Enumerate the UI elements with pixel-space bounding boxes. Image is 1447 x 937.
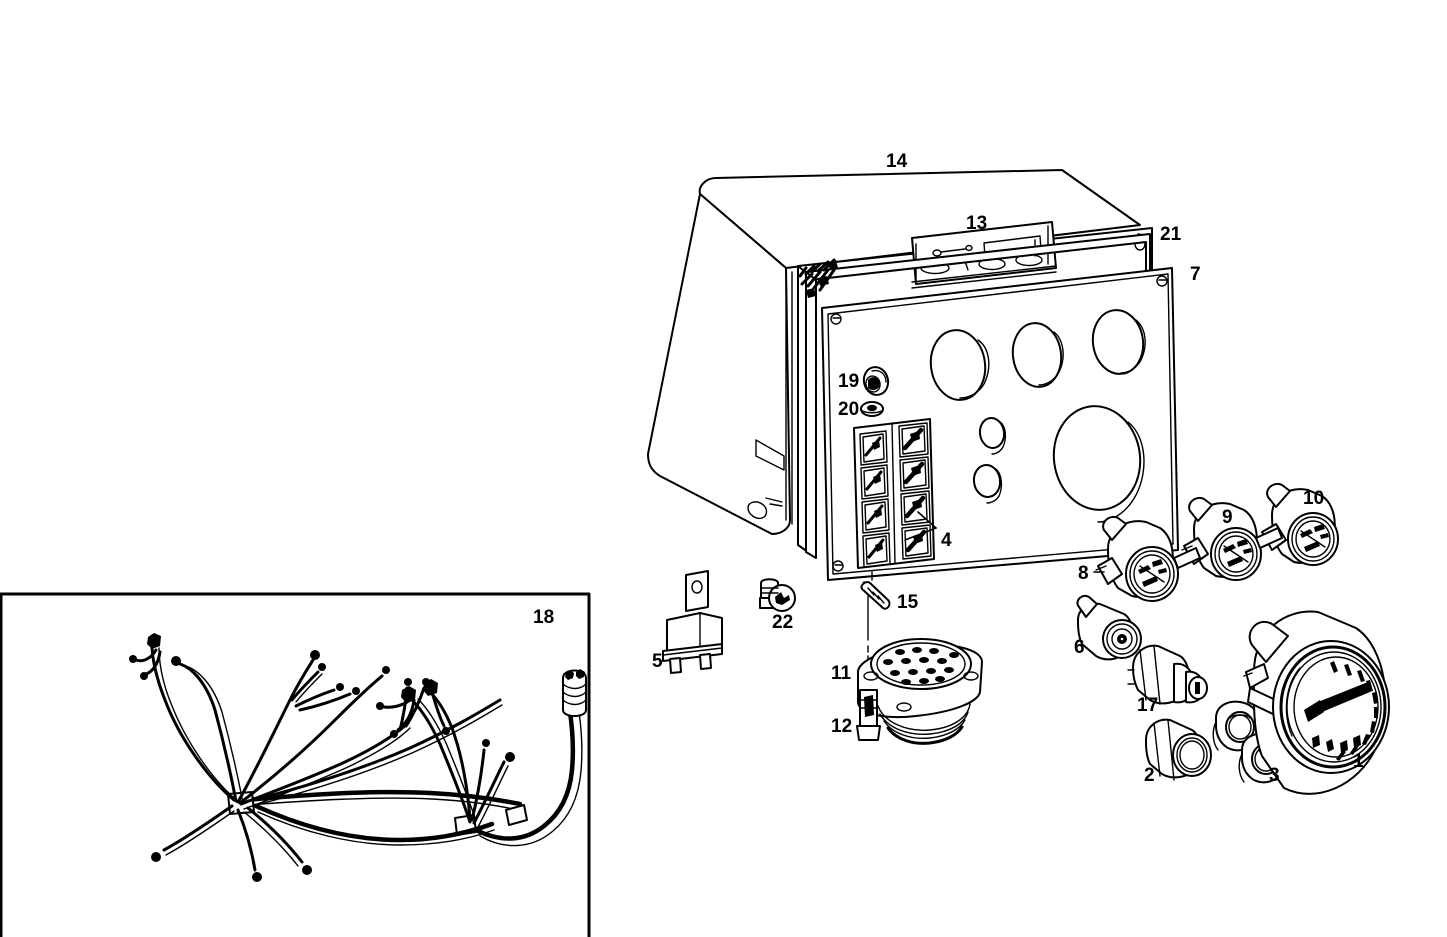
gauge-10 <box>1259 483 1339 566</box>
panel-corner-fixings <box>830 275 1168 572</box>
bolt-12 <box>856 689 881 741</box>
wiring-harness-drawing <box>129 633 587 882</box>
callout-7: 7 <box>1190 264 1201 285</box>
callout-18: 18 <box>533 607 555 628</box>
middle-circuit-plate <box>798 233 1151 559</box>
gauge-bracket-8-9 <box>1173 547 1201 569</box>
sealing-washer <box>860 401 884 417</box>
callout-17: 17 <box>1137 695 1159 716</box>
callout-15: 15 <box>897 592 919 613</box>
callout-21: 21 <box>1160 224 1182 245</box>
printed-label-hatching <box>798 258 838 298</box>
callout-2: 2 <box>1144 765 1155 786</box>
warning-lamp-housing <box>1076 595 1142 661</box>
callout-14: 14 <box>886 151 908 172</box>
harness-connector-plug <box>562 669 587 717</box>
callout-3: 3 <box>1269 765 1280 786</box>
panel-grommet <box>862 366 890 396</box>
lamp-cutout-upper <box>978 417 1007 455</box>
callout-1: 1 <box>1353 751 1364 772</box>
gauge-cutout-middle <box>1011 322 1064 388</box>
callout-11: 11 <box>831 663 852 684</box>
relay <box>662 570 723 674</box>
gauge-8 <box>1095 516 1179 602</box>
gauge-9-dial <box>1223 539 1252 567</box>
gauge-cutout-right <box>1091 309 1146 375</box>
rocker-switch-block <box>853 418 935 569</box>
callout-19: 19 <box>838 371 860 392</box>
leader-4 <box>917 511 937 529</box>
callout-22: 22 <box>772 612 794 633</box>
callout-4: 4 <box>941 530 952 551</box>
connector-pins <box>883 647 959 685</box>
tachometer-1 <box>1243 610 1390 795</box>
gauge-bracket-9-10 <box>1255 527 1283 549</box>
gauge-cutout-left <box>929 329 990 401</box>
bulb <box>759 578 796 612</box>
front-face-panel <box>821 267 1179 581</box>
switch-column-left <box>859 430 891 568</box>
callout-13: 13 <box>966 213 988 234</box>
tachometer-needle <box>1318 682 1370 712</box>
callout-5: 5 <box>652 651 663 672</box>
lamp-socket-2 <box>1145 718 1212 781</box>
switch-body-17 <box>1127 644 1208 705</box>
gauge-10-dial <box>1300 524 1329 552</box>
lamp-cutout-lower <box>972 464 1003 504</box>
callout-20: 20 <box>838 399 860 420</box>
callout-6: 6 <box>1074 637 1085 658</box>
multi-pin-connector-socket <box>857 638 983 745</box>
tachometer-scale <box>1330 661 1378 761</box>
callout-8: 8 <box>1078 563 1089 584</box>
callout-10: 10 <box>1303 488 1325 509</box>
tachometer-numerals <box>1312 735 1361 753</box>
instrument-housing <box>647 169 1141 535</box>
callout-9: 9 <box>1222 507 1233 528</box>
screw-15 <box>860 581 891 610</box>
callout-12: 12 <box>831 716 853 737</box>
leader-4b <box>904 527 937 541</box>
wiring-harness-inset-box <box>0 592 591 937</box>
